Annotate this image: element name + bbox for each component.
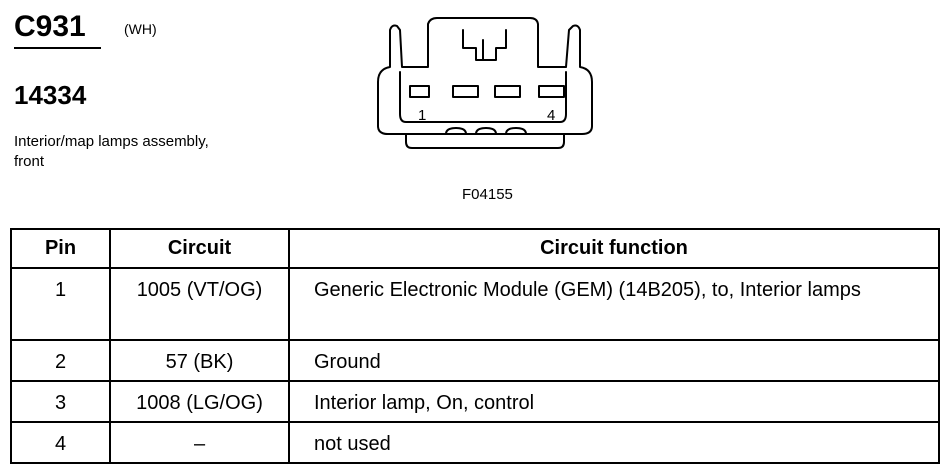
pin-cavity-4 [538, 85, 565, 98]
table-row: 1 1005 (VT/OG) Generic Electronic Module… [10, 267, 940, 341]
circuit-cell: 1005 (VT/OG) [109, 267, 290, 341]
circuit-cell: – [109, 421, 290, 464]
inner-cavity-outline [399, 71, 567, 123]
bottom-ribs [405, 133, 565, 149]
connector-color: (WH) [124, 21, 157, 37]
function-cell: Interior lamp, On, control [288, 380, 940, 423]
pin-label-first: 1 [418, 107, 426, 124]
circuit-cell: 1008 (LG/OG) [109, 380, 290, 423]
pin-label-last: 4 [547, 107, 555, 124]
pin-cavity-1 [409, 85, 430, 98]
connector-id-underline [14, 47, 101, 49]
table-row: 4 – not used [10, 421, 940, 464]
connector-housing-outline [377, 17, 593, 135]
pin-cell: 1 [10, 267, 111, 341]
pin-cell: 3 [10, 380, 111, 423]
function-cell: not used [288, 421, 940, 464]
column-header-pin: Pin [10, 228, 111, 269]
part-number: 14334 [14, 80, 87, 110]
figure-code: F04155 [462, 186, 513, 203]
pinout-table: Pin Circuit Circuit function 1 1005 (VT/… [10, 228, 940, 464]
connector-id: C931 [14, 10, 86, 43]
function-cell: Ground [288, 339, 940, 382]
table-row: 2 57 (BK) Ground [10, 339, 940, 382]
function-cell: Generic Electronic Module (GEM) (14B205)… [288, 267, 940, 341]
column-header-circuit: Circuit [109, 228, 290, 269]
pin-cell: 4 [10, 421, 111, 464]
circuit-cell: 57 (BK) [109, 339, 290, 382]
table-row: 3 1008 (LG/OG) Interior lamp, On, contro… [10, 380, 940, 423]
pin-cavity-2 [452, 85, 479, 98]
connector-description: Interior/map lamps assembly, front [14, 133, 209, 170]
latch-outline [462, 29, 507, 61]
connector-face-diagram: 1 4 [377, 17, 593, 149]
column-header-function: Circuit function [288, 228, 940, 269]
pin-cell: 2 [10, 339, 111, 382]
pin-cavity-3 [494, 85, 521, 98]
table-header-row: Pin Circuit Circuit function [10, 228, 940, 269]
